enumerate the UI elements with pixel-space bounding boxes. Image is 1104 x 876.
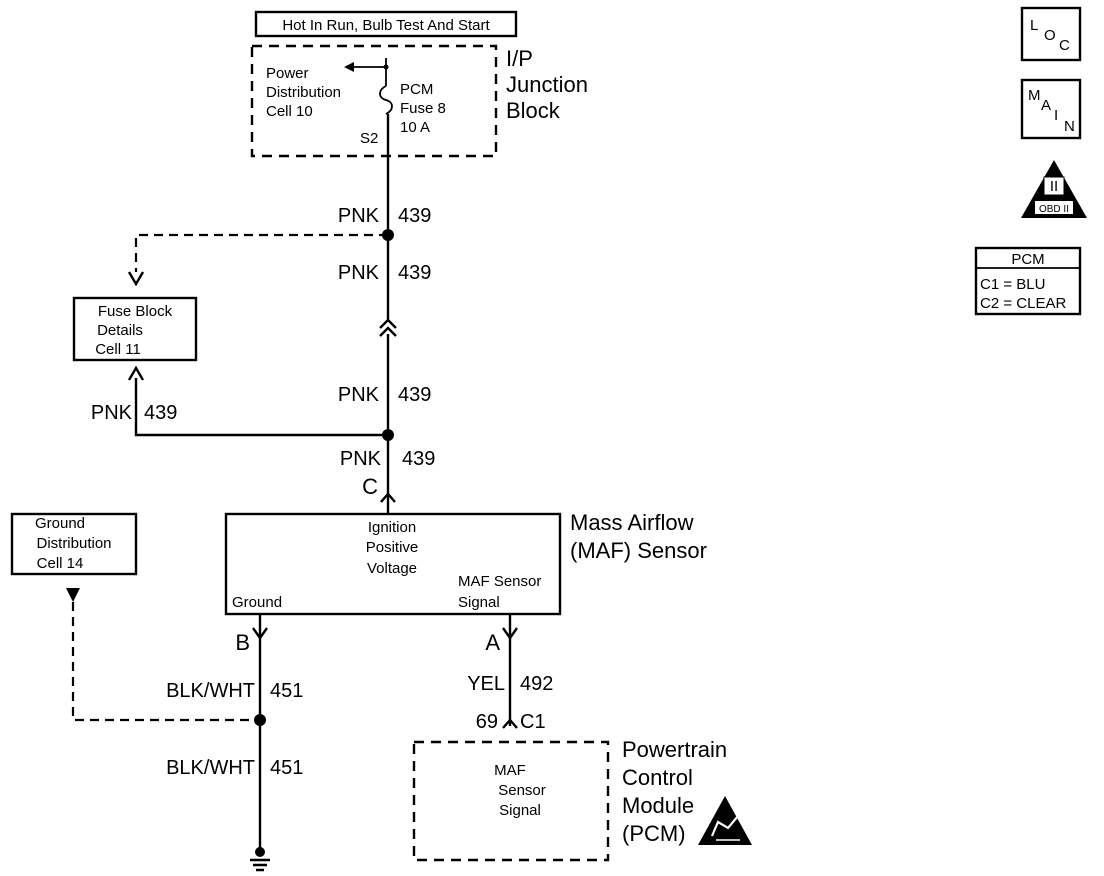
- pcm-signal-label-2: Sensor: [498, 782, 546, 799]
- pcm-legend-title: PCM: [1011, 251, 1044, 268]
- ip-junction-block-name-2: Junction: [506, 72, 588, 97]
- obd-ii-numeral: II: [1050, 178, 1058, 195]
- pcm-pin-label: 69: [476, 711, 498, 733]
- ground-distribution-2: Distribution: [36, 535, 111, 552]
- pcm-name-1: Powertrain: [622, 737, 727, 762]
- fuse-block-details-box: [72, 296, 198, 362]
- fuse-block-dashed-wire: [134, 233, 388, 272]
- loc-legend-box: [1020, 6, 1082, 62]
- ground-distribution-3: Cell 14: [37, 555, 84, 572]
- inline-connector-icon: [379, 318, 397, 337]
- power-distribution-label-2: Distribution: [266, 84, 341, 101]
- fuse-block-details-2: Details: [97, 322, 143, 339]
- blkwht-label-1-color: BLK/WHT: [166, 680, 255, 702]
- maf-sensor-box: [224, 512, 562, 616]
- maf-ground-label: Ground: [232, 594, 282, 611]
- pnk-branch-label-circuit: 439: [144, 402, 177, 424]
- loc-letter-o: O: [1044, 27, 1056, 44]
- circuit-condition-text: Hot In Run, Bulb Test And Start: [282, 17, 490, 34]
- ip-junction-block-name-1: I/P: [506, 46, 533, 71]
- pcm-legend-c2: C2 = CLEAR: [980, 295, 1066, 312]
- ground-distribution-1: Ground: [35, 515, 85, 532]
- pcm-name-2: Control: [622, 765, 693, 790]
- pcm-outline: [412, 740, 610, 862]
- pcm-legend-box: [974, 246, 1082, 316]
- maf-signal-label-1: MAF Sensor: [458, 573, 541, 590]
- fuse-block-dashed-arrow-icon: [127, 271, 145, 287]
- fuse-block-details-3: Cell 11: [95, 341, 141, 358]
- yel-label-color: YEL: [467, 673, 505, 695]
- power-distribution-label-1: Power: [266, 65, 309, 82]
- ignition-label-1: Ignition: [368, 519, 416, 536]
- pnk-label-2-color: PNK: [338, 262, 380, 284]
- connector-b-label: B: [235, 630, 250, 655]
- ignition-label-3: Voltage: [367, 560, 417, 577]
- pcm-connector-icon: [502, 718, 518, 729]
- pnk-branch-label-color: PNK: [91, 402, 133, 424]
- pnk-label-3-color: PNK: [338, 384, 380, 406]
- blkwht-label-1-circuit: 451: [270, 680, 303, 702]
- ground-icon: [250, 847, 270, 872]
- pcm-connector-label: C1: [520, 711, 546, 733]
- pnk-label-4-circuit: 439: [402, 448, 435, 470]
- fuse-label-3: 10 A: [400, 119, 430, 136]
- main-letter-i: I: [1054, 107, 1058, 124]
- maf-sensor-name-1: Mass Airflow: [570, 510, 694, 535]
- ground-distribution-box: [10, 512, 138, 576]
- pcm-signal-label-3: Signal: [499, 802, 541, 819]
- circuit-condition-box: [254, 10, 518, 38]
- connector-c-label: C: [362, 474, 378, 499]
- esd-warning-icon: [698, 796, 752, 845]
- main-letter-n: N: [1064, 118, 1075, 135]
- fuse-feed-dot: [383, 64, 389, 70]
- pcm-legend-c1: C1 = BLU: [980, 276, 1045, 293]
- loc-letter-l: L: [1030, 17, 1038, 34]
- main-letter-a: A: [1041, 97, 1051, 114]
- obd-ii-icon: II OBD II: [1021, 160, 1087, 218]
- power-distribution-arrow-icon: [344, 62, 354, 72]
- maf-sensor-name-2: (MAF) Sensor: [570, 538, 707, 563]
- main-legend-box: [1020, 78, 1082, 140]
- ground-splice-dot: [254, 714, 266, 726]
- pnk-label-3-circuit: 439: [398, 384, 431, 406]
- pnk-label-2-circuit: 439: [398, 262, 431, 284]
- ignition-label-2: Positive: [366, 539, 419, 556]
- fuse-block-details-1: Fuse Block: [98, 303, 173, 320]
- loc-letter-c: C: [1059, 37, 1070, 54]
- power-distribution-label-3: Cell 10: [266, 103, 313, 120]
- fuse-block-solid-wire: [134, 378, 388, 437]
- fuse-label-1: PCM: [400, 81, 433, 98]
- main-letter-m: M: [1028, 87, 1041, 104]
- obd-ii-text: OBD II: [1039, 204, 1069, 215]
- pcm-signal-label-1: MAF: [494, 762, 526, 779]
- ground-distribution-dashed-wire: [71, 602, 260, 722]
- fuse-block-solid-arrow-icon: [127, 365, 145, 381]
- blkwht-label-2-color: BLK/WHT: [166, 757, 255, 779]
- connector-a-label: A: [485, 630, 500, 655]
- ip-junction-block-outline: [250, 44, 498, 158]
- pnk-label-1-circuit: 439: [398, 205, 431, 227]
- splice-s2-label: S2: [360, 130, 378, 147]
- fuse-label-2: Fuse 8: [400, 100, 446, 117]
- pcm-name-4: (PCM): [622, 821, 686, 846]
- pcm-name-3: Module: [622, 793, 694, 818]
- maf-signal-label-2: Signal: [458, 594, 500, 611]
- yel-label-circuit: 492: [520, 673, 553, 695]
- ground-distribution-arrow-icon: [66, 588, 80, 602]
- pnk-label-4-color: PNK: [340, 448, 382, 470]
- blkwht-label-2-circuit: 451: [270, 757, 303, 779]
- fuse-icon: [379, 85, 393, 115]
- pnk-label-1-color: PNK: [338, 205, 380, 227]
- ip-junction-block-name-3: Block: [506, 98, 561, 123]
